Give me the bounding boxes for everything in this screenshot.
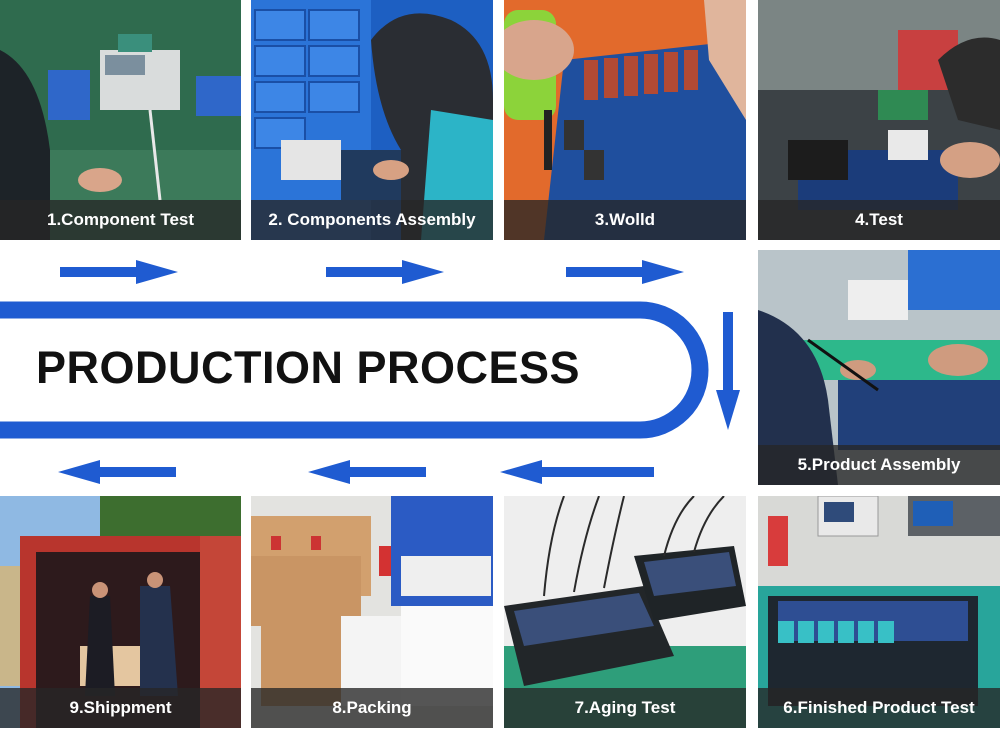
arrow-right-icon	[60, 260, 178, 284]
step-tile-aging-test: 7.Aging Test	[504, 496, 746, 728]
step-caption: 9.Shippment	[0, 688, 241, 728]
arrow-right-icon	[566, 260, 684, 284]
step-caption: 2. Components Assembly	[251, 200, 493, 240]
step-tile-test: 4.Test	[758, 0, 1000, 240]
product-assembly-photo	[758, 250, 1000, 485]
step-caption: 5.Product Assembly	[758, 445, 1000, 485]
step-tile-product-assembly: 5.Product Assembly	[758, 250, 1000, 485]
arrow-left-icon	[308, 460, 426, 484]
step-tile-weld: 3.Wolld	[504, 0, 746, 240]
arrow-right-icon	[326, 260, 444, 284]
step-caption: 7.Aging Test	[504, 688, 746, 728]
step-tile-component-test: 1.Component Test	[0, 0, 241, 240]
arrow-down-icon	[716, 312, 740, 430]
step-tile-packing: 8.Packing	[251, 496, 493, 728]
weld-photo	[504, 0, 746, 240]
flow-band-outline	[0, 301, 709, 439]
process-flow-band	[0, 260, 740, 484]
step-tile-finished-product-test: 6.Finished Product Test	[758, 496, 1000, 728]
arrow-left-icon	[58, 460, 176, 484]
step-caption: 3.Wolld	[504, 200, 746, 240]
page-title: PRODUCTION PROCESS	[36, 342, 581, 393]
step-caption: 1.Component Test	[0, 200, 241, 240]
step-caption: 8.Packing	[251, 688, 493, 728]
step-tile-components-assembly: 2. Components Assembly	[251, 0, 493, 240]
step-tile-shipment: 9.Shippment	[0, 496, 241, 728]
arrow-left-icon	[500, 460, 654, 484]
step-caption: 4.Test	[758, 200, 1000, 240]
step-caption: 6.Finished Product Test	[758, 688, 1000, 728]
